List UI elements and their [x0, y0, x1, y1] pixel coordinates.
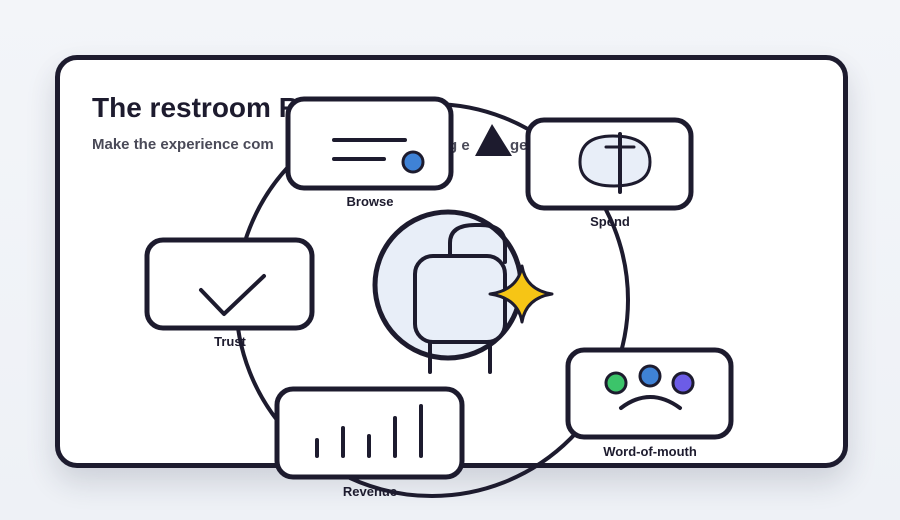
node-revenue: Revenue	[274, 386, 465, 499]
node-browse: Browse	[285, 96, 454, 209]
bar-chart-icon	[315, 404, 423, 458]
people-frown-icon	[604, 364, 695, 410]
node-browse-label: Browse	[347, 194, 394, 209]
node-trust-label: Trust	[214, 334, 246, 349]
restroom-stall-sparkle-icon	[372, 209, 554, 374]
cycle-direction-arrow-icon	[475, 124, 512, 156]
node-spend-label: Spend	[590, 214, 630, 229]
page-title: The restroom R	[92, 92, 299, 123]
browse-lines-dot-icon	[332, 138, 425, 174]
node-revenue-label: Revenue	[343, 484, 397, 499]
node-revenue-box	[274, 386, 465, 480]
sparkle-icon	[488, 264, 554, 324]
subtitle-fragment-end: ge	[510, 137, 528, 154]
checkmark-icon	[199, 274, 266, 316]
spend-leaf-icon	[578, 132, 652, 194]
node-word-of-mouth: Word-of-mouth	[565, 347, 734, 459]
node-word-of-mouth-label: Word-of-mouth	[603, 444, 697, 459]
node-browse-box	[285, 96, 454, 191]
node-spend: Spend	[525, 117, 694, 229]
node-trust-box	[144, 237, 315, 331]
page-subtitle: Make the experience com	[92, 136, 274, 153]
node-word-of-mouth-box	[565, 347, 734, 440]
node-trust: Trust	[144, 237, 315, 349]
